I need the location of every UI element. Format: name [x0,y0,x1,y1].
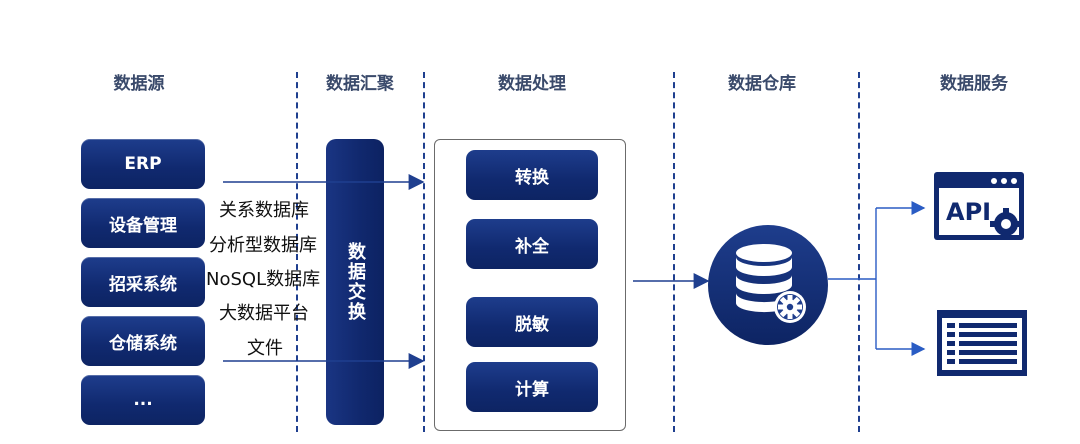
db-type-relational: 关系数据库 [219,200,309,221]
api-label: API [946,198,991,226]
exchange-label: 数据交换 [345,242,366,322]
database-gear-icon [708,225,828,345]
document-list-icon [937,310,1027,376]
db-type-bigdata: 大数据平台 [219,303,309,324]
process-compute[interactable]: 计算 [466,362,598,412]
source-warehouse[interactable]: 仓储系统 [81,316,205,366]
column-title-gather: 数据汇聚 [326,74,394,94]
process-mask[interactable]: 脱敏 [466,297,598,347]
db-type-file: 文件 [247,338,283,359]
source-procurement[interactable]: 招采系统 [81,257,205,307]
divider-3 [673,72,675,432]
column-title-service: 数据服务 [940,74,1008,94]
source-more[interactable]: ... [81,375,205,425]
api-window-icon: API [934,172,1024,240]
db-type-analytical: 分析型数据库 [209,235,317,256]
divider-4 [858,72,860,432]
source-equipment[interactable]: 设备管理 [81,198,205,248]
db-type-nosql: NoSQL数据库 [206,269,321,290]
divider-1 [296,72,298,432]
source-erp[interactable]: ERP [81,139,205,189]
process-transform[interactable]: 转换 [466,150,598,200]
exchange-bar: 数据交换 [326,139,384,425]
divider-2 [423,72,425,432]
column-title-warehouse: 数据仓库 [728,74,796,94]
column-title-process: 数据处理 [498,74,566,94]
column-title-source: 数据源 [113,74,165,94]
process-complete[interactable]: 补全 [466,219,598,269]
